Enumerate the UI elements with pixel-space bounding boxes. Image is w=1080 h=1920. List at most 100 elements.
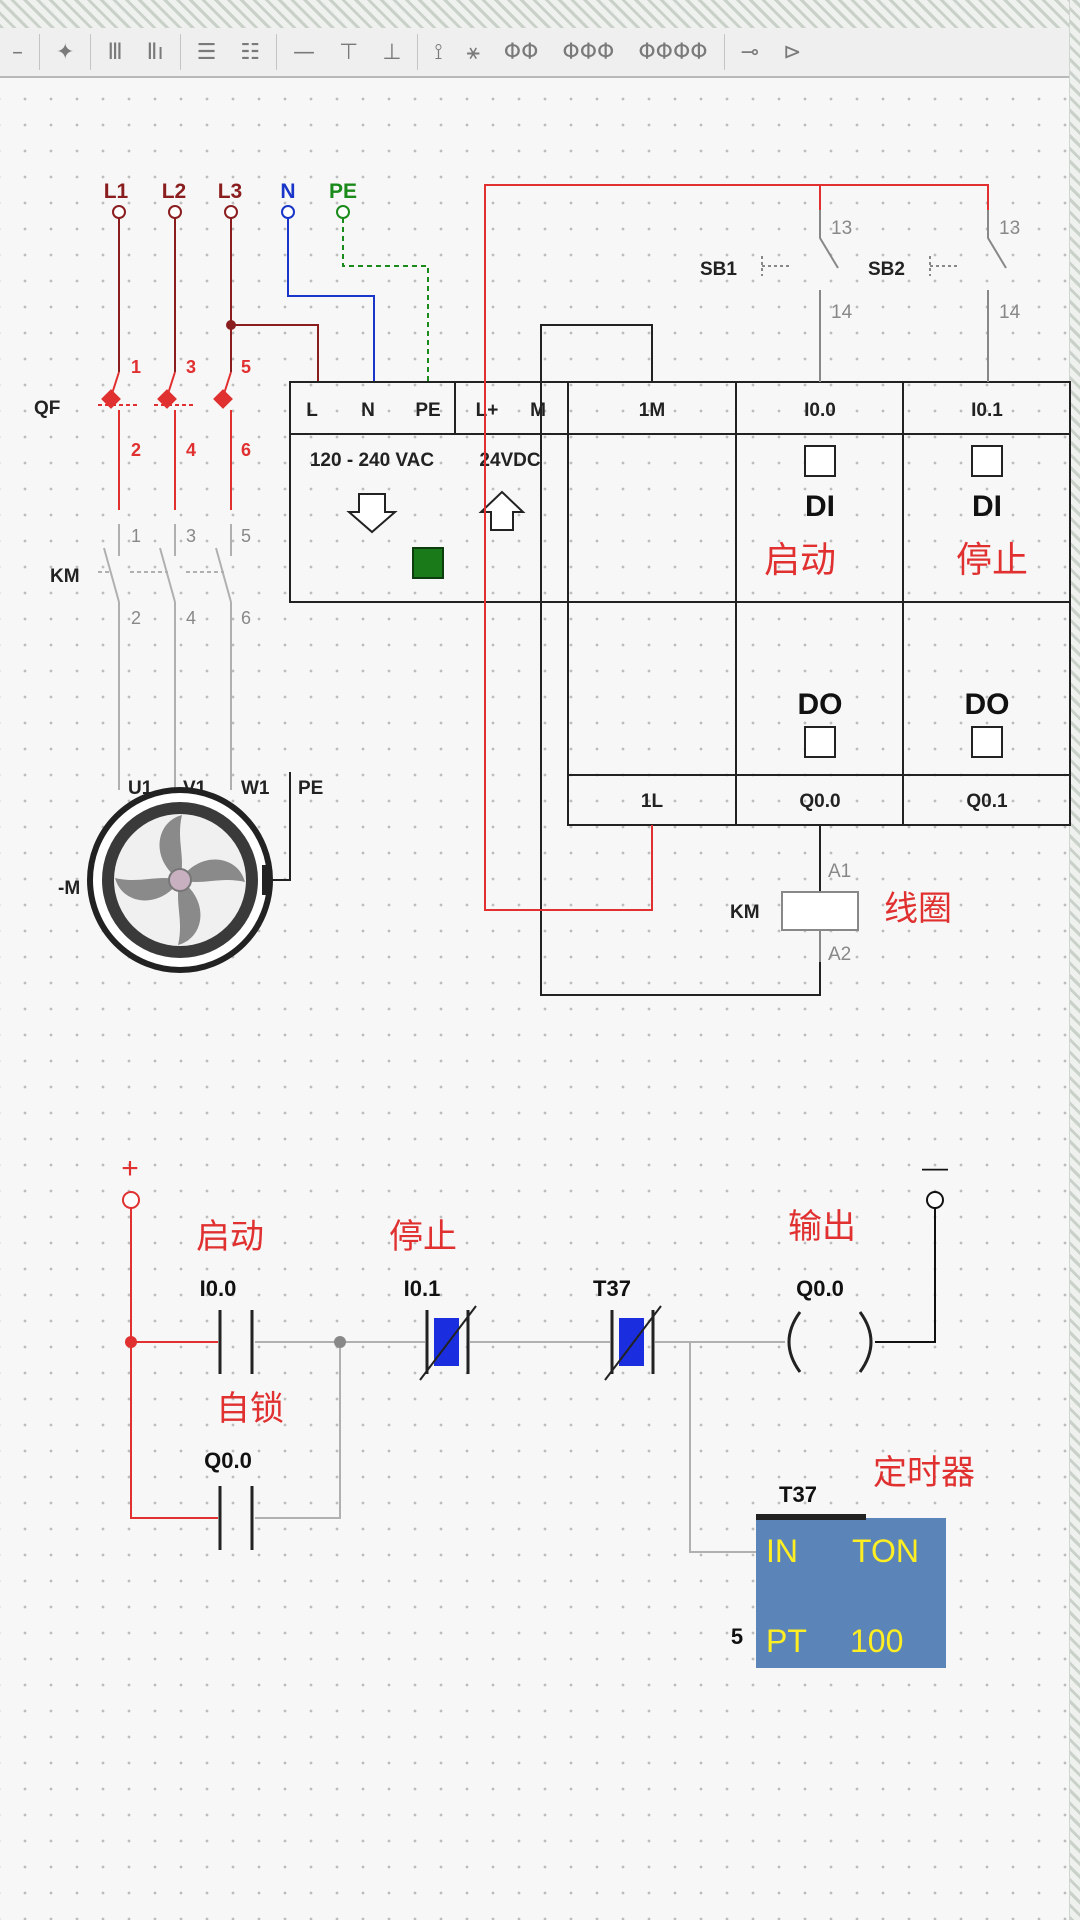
- coil-label: KM: [730, 902, 760, 923]
- qf-bot-2: 2: [131, 440, 141, 460]
- terminal-N[interactable]: [281, 205, 295, 219]
- plc-supply-voltage: 120 - 240 VAC: [310, 450, 435, 471]
- toolbar: – ✦ Ⅲ Ⅱı ☰ ☷ — ⊤ ⊥ ⟟ ⚹ ΦΦ ΦΦΦ ΦΦΦΦ ⊸ ⊳: [0, 28, 1080, 78]
- di-indicator-0: [804, 445, 836, 477]
- tool-junction[interactable]: ✦: [56, 39, 75, 65]
- di-type-0: DI: [805, 490, 835, 523]
- tool-vertical-bus[interactable]: Ⅲ: [107, 39, 123, 65]
- tool-arrow-connector[interactable]: ⊳: [783, 39, 802, 65]
- motor-term-w1: W1: [241, 778, 270, 799]
- label-N: N: [280, 180, 295, 203]
- sb1-label: SB1: [700, 259, 737, 280]
- plc-labels: L N PE L+ M 1M I0.0 I0.1 120 - 240 VAC 2…: [306, 400, 1008, 812]
- do-indicator-0: [804, 726, 836, 758]
- motor: U1 V1 W1 PE -M: [58, 772, 323, 973]
- plc-col-1l: 1L: [641, 791, 664, 812]
- qf-top-5: 5: [241, 357, 251, 377]
- plc-term-Lplus: L+: [476, 400, 499, 421]
- tool-connector[interactable]: ⊸: [740, 39, 760, 65]
- tool-vertical-bus-2[interactable]: Ⅱı: [146, 39, 164, 65]
- power-terminals: L1 L2 L3 N PE: [104, 180, 357, 219]
- coil-a2: A2: [828, 944, 851, 965]
- timer-name: T37: [779, 1482, 817, 1507]
- qf-trip-3: [213, 389, 233, 409]
- terminal-L3[interactable]: [224, 205, 238, 219]
- tool-terminal[interactable]: ⟟: [434, 39, 443, 65]
- qf-top-1: 1: [131, 357, 141, 377]
- output-coil[interactable]: [787, 1311, 873, 1373]
- timer-pt: PT: [766, 1623, 807, 1659]
- motor-label: -M: [58, 878, 80, 899]
- down-arrow-icon: [346, 493, 398, 534]
- plc-out-addr-0: Q0.0: [799, 791, 840, 812]
- fan-icon: [115, 815, 245, 945]
- plc-term-N: N: [361, 400, 375, 421]
- title-bar-pattern: [0, 0, 1080, 28]
- power-led: [412, 547, 444, 579]
- timer-block[interactable]: [756, 1514, 946, 1668]
- contact-latch[interactable]: [218, 1486, 254, 1550]
- contact-start[interactable]: [218, 1310, 254, 1374]
- km-top-1: 1: [131, 526, 141, 546]
- timer-in: IN: [766, 1533, 798, 1569]
- do-type-0: DO: [798, 688, 843, 721]
- km-bot-6: 6: [241, 608, 251, 628]
- toolbar-separator: [417, 34, 419, 70]
- contact-start-addr: I0.0: [200, 1276, 237, 1301]
- tool-tee-down[interactable]: ⊤: [339, 39, 359, 65]
- timer-type: TON: [852, 1533, 919, 1569]
- qf-trip-2: [157, 389, 177, 409]
- ladder-plus: +: [121, 1152, 139, 1185]
- contact-latch-name: 自锁: [216, 1389, 284, 1429]
- contact-stop-addr: I0.1: [404, 1276, 441, 1301]
- contact-start-name: 启动: [196, 1217, 264, 1257]
- terminal-PE[interactable]: [336, 205, 350, 219]
- toolbar-separator: [179, 34, 181, 70]
- tool-tee-up[interactable]: ⊥: [382, 39, 402, 65]
- km-bot-2: 2: [131, 608, 141, 628]
- tool-horizontal-bus[interactable]: ☰: [196, 39, 217, 65]
- sb2-label: SB2: [868, 259, 905, 280]
- qf-trip-1: [101, 389, 121, 409]
- ladder-minus-terminal[interactable]: [926, 1191, 944, 1209]
- plc-module: [289, 381, 1071, 826]
- plc-in-addr-0: I0.0: [804, 400, 836, 421]
- toolbar-separator: [723, 34, 725, 70]
- tool-terminal-4[interactable]: ΦΦΦΦ: [638, 39, 708, 65]
- contact-timer[interactable]: [604, 1305, 662, 1381]
- sb2-bottom: 14: [999, 302, 1021, 323]
- ladder-plus-terminal[interactable]: [122, 1191, 140, 1209]
- terminal-L1[interactable]: [112, 205, 126, 219]
- km-bot-4: 4: [186, 608, 196, 628]
- tool-line[interactable]: –: [12, 39, 23, 65]
- terminal-L2[interactable]: [168, 205, 182, 219]
- breaker-qf: QF 1 3 5 2 4 6: [34, 357, 251, 510]
- tool-terminal-2[interactable]: ΦΦ: [503, 39, 539, 65]
- ladder-diagram: + — 启动 I0.0 停止 I0.1: [121, 1152, 975, 1668]
- plc-out-addr-1: Q0.1: [966, 791, 1008, 812]
- di-name-1: 停止: [956, 540, 1028, 581]
- breaker-label: QF: [34, 398, 60, 419]
- tool-wire[interactable]: —: [293, 39, 316, 65]
- plc-term-PE: PE: [415, 400, 440, 421]
- di-indicator-1: [971, 445, 1003, 477]
- km-top-5: 5: [241, 526, 251, 546]
- label-L3: L3: [218, 180, 243, 203]
- push-buttons: SB1 SB2 13 14 13 14: [700, 218, 1021, 323]
- motor-term-pe: PE: [298, 778, 323, 799]
- tool-terminal-3[interactable]: ΦΦΦ: [562, 39, 615, 65]
- km-coil: A1 A2 KM 线圈: [730, 861, 952, 965]
- junction-dot: [226, 320, 236, 330]
- tool-horizontal-bus-2[interactable]: ☷: [240, 39, 261, 65]
- do-type-1: DO: [965, 688, 1010, 721]
- coil-name: 线圈: [884, 889, 952, 929]
- di-type-1: DI: [972, 490, 1002, 523]
- toolbar-separator: [39, 34, 40, 70]
- qf-top-3: 3: [186, 357, 196, 377]
- plc-in-addr-1: I0.1: [971, 400, 1003, 421]
- tool-node[interactable]: ⚹: [466, 39, 480, 65]
- plc-col-1m: 1M: [639, 400, 665, 421]
- sb2-top: 13: [999, 218, 1020, 239]
- label-PE: PE: [329, 180, 357, 203]
- contact-stop[interactable]: [419, 1305, 477, 1381]
